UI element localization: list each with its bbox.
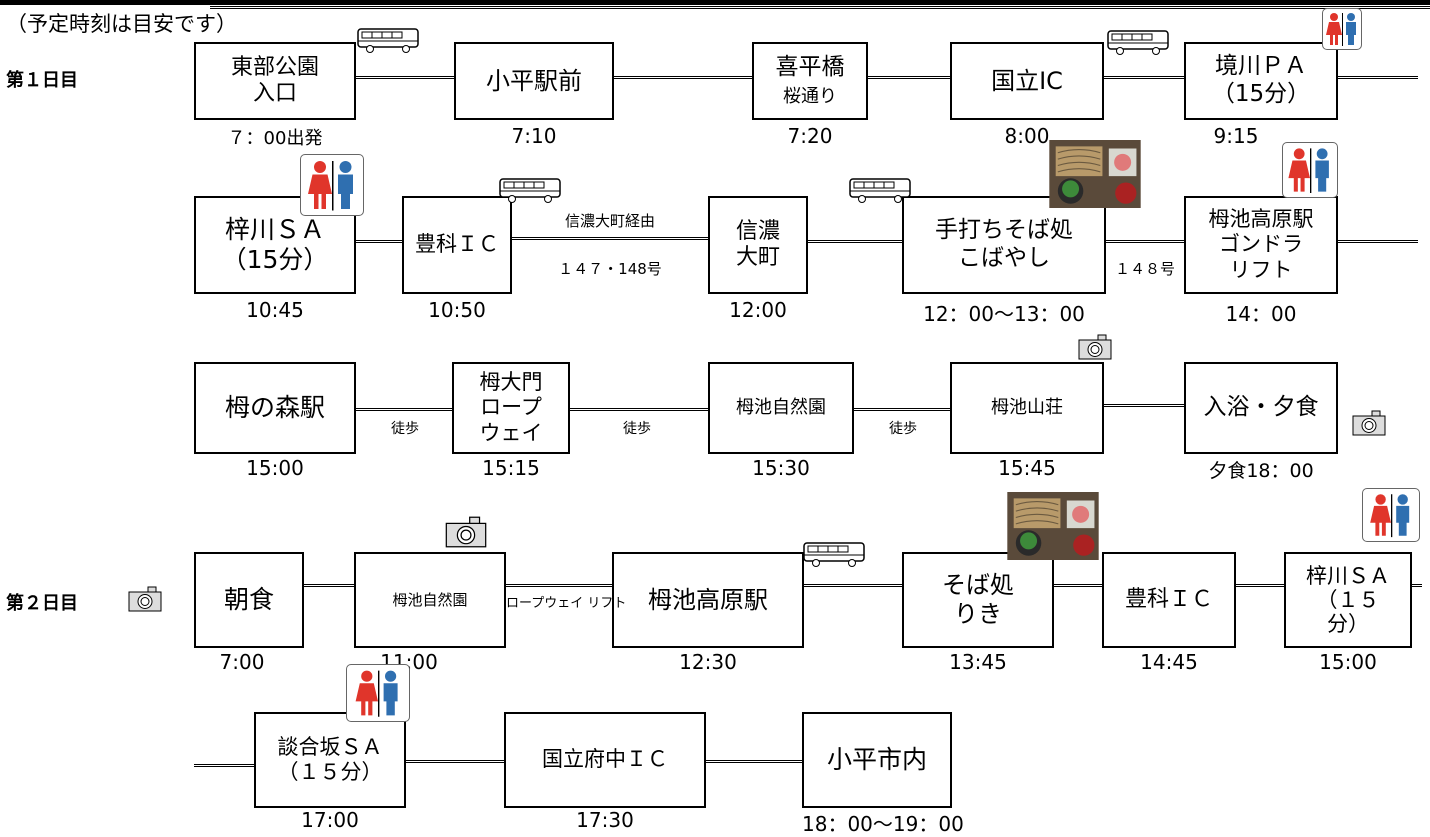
stop-box: 国立IC (950, 42, 1104, 120)
time-label: 12：00～13：00 (923, 302, 1085, 326)
walk-note: 徒歩 (391, 421, 419, 437)
connector (404, 760, 506, 763)
header-rule-top (0, 0, 1430, 5)
time-label: 15:00 (246, 456, 304, 480)
day1-label: 第１日目 (6, 70, 78, 91)
route-note: １４７・148号 (558, 260, 662, 278)
stop-label: 喜平橋 (775, 54, 845, 81)
restroom-icon (1362, 488, 1420, 542)
connector (806, 240, 904, 243)
stop-box: 栂池山荘 (950, 362, 1104, 454)
bus-icon (1106, 28, 1172, 56)
stop-box: 豊科ＩＣ (1102, 552, 1236, 648)
time-label: 12:30 (679, 650, 737, 674)
ropeway-note: ロープウェイ リフト (506, 596, 627, 611)
time-label: 14：00 (1225, 302, 1297, 326)
connector (1102, 404, 1186, 407)
time-label: 15:15 (482, 456, 540, 480)
bus-icon (848, 176, 914, 204)
walk-note: 徒歩 (889, 421, 917, 437)
stop-box: 梓川ＳＡ （１５ 分） (1284, 552, 1412, 648)
stop-box: 栂池自然園 (708, 362, 854, 454)
connector (302, 584, 356, 587)
time-label: 12:00 (729, 298, 787, 322)
connector (704, 760, 804, 763)
stop-box: 栂池高原駅 (612, 552, 804, 648)
route-note: １４８号 (1114, 260, 1175, 278)
stop-box: 朝食 (194, 552, 304, 648)
connector (194, 764, 256, 767)
camera-icon (1352, 410, 1386, 436)
time-label: 10:50 (428, 298, 486, 322)
time-label: 15:30 (752, 456, 810, 480)
stop-sublabel: 桜通り (783, 86, 837, 107)
stop-box: 国立府中ＩＣ (504, 712, 706, 808)
connector (504, 584, 614, 587)
time-label: 7:10 (511, 124, 557, 148)
stop-box: 東部公園 入口 (194, 42, 356, 120)
connector (1234, 584, 1286, 587)
stop-box: 談合坂ＳＡ （１５分） (254, 712, 406, 808)
route-note: 信濃大町経由 (564, 212, 655, 230)
connector (1104, 240, 1186, 243)
restroom-icon (346, 664, 410, 722)
bus-icon (356, 26, 422, 54)
time-label: 10:45 (246, 298, 304, 322)
connector (510, 237, 710, 240)
connector (1336, 240, 1418, 243)
restroom-icon (1282, 142, 1338, 198)
stop-box: 小平市内 (802, 712, 952, 808)
stop-box: 信濃 大町 (708, 196, 808, 294)
stop-box: 境川ＰＡ （15分） (1184, 42, 1338, 120)
stop-box: そば処 りき (902, 552, 1054, 648)
stop-box: 栂池自然園 (354, 552, 506, 648)
connector (802, 584, 904, 587)
bus-icon (498, 176, 564, 204)
stop-box: 豊科ＩＣ (402, 196, 512, 294)
stop-box: 栂の森駅 (194, 362, 356, 454)
time-label: 18：00～19：00 (802, 812, 964, 836)
stop-box: 栂大門 ロープ ウェイ (452, 362, 570, 454)
header-note: （予定時刻は目安です） (6, 12, 237, 36)
connector (1410, 584, 1422, 587)
connector (1102, 76, 1186, 79)
stop-box: 入浴・夕食 (1184, 362, 1338, 454)
stop-box: 小平駅前 (454, 42, 614, 120)
soba-photo (1048, 140, 1142, 208)
connector (354, 76, 456, 79)
time-label: ７：00出発 (227, 128, 323, 149)
connector (612, 76, 754, 79)
connector (866, 76, 952, 79)
walk-note: 徒歩 (623, 421, 651, 437)
connector (1052, 584, 1104, 587)
connector (568, 408, 710, 411)
soba-photo (1006, 492, 1100, 560)
time-label: 9:15 (1213, 124, 1259, 148)
restroom-icon (1322, 8, 1362, 50)
connector (852, 408, 952, 411)
connector (1336, 76, 1418, 79)
time-label: 7:00 (219, 650, 265, 674)
stop-box: 栂池高原駅 ゴンドラ リフト (1184, 196, 1338, 294)
time-label: 14:45 (1140, 650, 1198, 674)
connector (354, 408, 454, 411)
time-label: 夕食18：00 (1208, 460, 1314, 482)
time-label: 15:45 (998, 456, 1056, 480)
time-label: 8:00 (1004, 124, 1050, 148)
camera-icon (128, 586, 162, 612)
camera-icon (442, 516, 490, 548)
camera-icon (1078, 334, 1112, 360)
bus-icon (802, 540, 868, 568)
stop-box: 喜平橋 桜通り (752, 42, 868, 120)
time-label: 17:30 (576, 808, 634, 832)
stop-box: 手打ちそば処 こばやし (902, 196, 1106, 294)
header-rule (210, 6, 1430, 9)
day2-label: 第２日目 (6, 593, 78, 614)
time-label: 15:00 (1319, 650, 1377, 674)
restroom-icon (300, 154, 364, 216)
time-label: 7:20 (787, 124, 833, 148)
time-label: 17:00 (301, 808, 359, 832)
connector (354, 240, 406, 243)
time-label: 13:45 (949, 650, 1007, 674)
